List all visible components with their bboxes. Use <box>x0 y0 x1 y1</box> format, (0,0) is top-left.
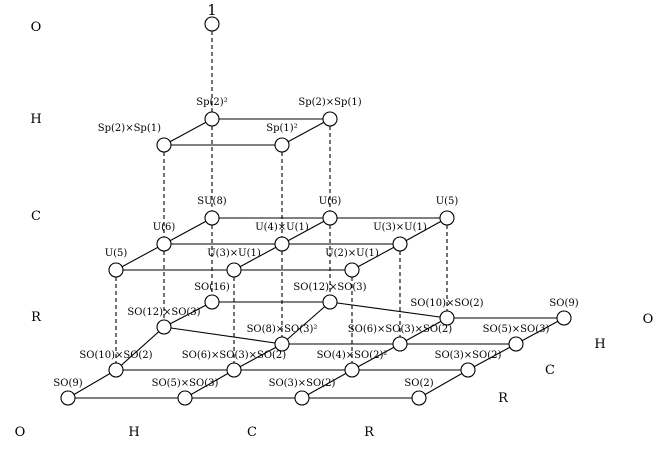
solid-edge-r23-r33 <box>418 369 469 399</box>
node-c-f2 <box>344 262 360 278</box>
solid-edge-c_b2-c_m2 <box>399 217 448 245</box>
solid-edge-r21-r31 <box>184 369 235 399</box>
node-r33 <box>411 390 427 406</box>
node-label-c-b2: U(5) <box>436 196 459 207</box>
node-h-front-right <box>274 137 290 153</box>
solid-edge-r10-r20 <box>115 326 165 371</box>
solid-edge-r10-r11 <box>163 326 283 345</box>
node-r11 <box>274 336 290 352</box>
node-label-r03: SO(9) <box>549 298 578 309</box>
node-label-h-front-right: Sp(1)² <box>266 123 297 134</box>
node-label-h-front-left: Sp(2)×Sp(1) <box>98 123 161 134</box>
solid-edge-c_b1-c_m1 <box>281 217 331 245</box>
node-h-back-left <box>204 111 220 127</box>
node-c-m2 <box>392 236 408 252</box>
node-r02 <box>439 310 455 326</box>
node-label-r13: SO(5)×SO(3) <box>483 324 550 335</box>
node-label-r30: SO(9) <box>53 378 82 389</box>
left-axis-label-h: H <box>30 112 41 127</box>
node-label-c-f1: U(3)×U(1) <box>207 248 261 259</box>
node-r01 <box>322 294 338 310</box>
node-label-c-f0: U(5) <box>105 248 128 259</box>
left-axis-label-c: C <box>31 209 41 224</box>
top-label: 1 <box>207 1 217 19</box>
solid-edge-r20-r30 <box>67 369 117 399</box>
solid-edge-r22-r32 <box>301 369 353 399</box>
right-axis-label-o: O <box>643 312 654 327</box>
node-c-f1 <box>226 262 242 278</box>
solid-edge-r01-r02 <box>329 301 448 319</box>
solid-edge-r03-r13 <box>515 317 565 345</box>
node-label-r32: SO(3)×SO(2) <box>269 378 336 389</box>
node-r22 <box>344 362 360 378</box>
node-label-r12: SO(6)×SO(3)×SO(2) <box>348 324 452 335</box>
node-c-m1 <box>274 236 290 252</box>
node-label-h-back-right: Sp(2)×Sp(1) <box>298 97 361 108</box>
solid-edge-r02-r12 <box>399 317 448 345</box>
solid-edge-r12-r22 <box>351 343 401 371</box>
node-label-r00: SO(16) <box>194 282 230 293</box>
node-c-b2 <box>439 210 455 226</box>
node-h-front-left <box>156 137 172 153</box>
node-label-r33: SO(2) <box>404 378 433 389</box>
node-label-r20: SO(10)×SO(2) <box>79 350 152 361</box>
right-axis-label-c: C <box>545 363 555 378</box>
solid-edge-h_back_left-h_front_left <box>163 118 213 146</box>
solid-edge-c_m2-c_f2 <box>351 243 401 271</box>
solid-edge-r00-r10 <box>163 301 213 328</box>
node-label-r02: SO(10)×SO(2) <box>410 298 483 309</box>
solid-edge-r01-r11 <box>281 301 331 345</box>
solid-edge-r11-r21 <box>233 343 283 371</box>
node-h-back-right <box>322 111 338 127</box>
node-label-h-back-left: Sp(2)² <box>196 97 227 108</box>
node-r23 <box>460 362 476 378</box>
nodes-layer <box>60 16 572 406</box>
bottom-axis-label-o: O <box>15 425 26 440</box>
node-label-r01: SO(12)×SO(3) <box>293 282 366 293</box>
node-top <box>204 16 220 32</box>
node-r30 <box>60 390 76 406</box>
node-r21 <box>226 362 242 378</box>
node-r20 <box>108 362 124 378</box>
node-label-c-b0: SU(8) <box>197 196 227 207</box>
solid-edge-c_m0-c_f0 <box>115 243 165 271</box>
solid-edge-c_b0-c_m0 <box>163 217 213 245</box>
bottom-axis-label-r: R <box>364 425 375 440</box>
solid-edge-r13-r23 <box>467 343 517 371</box>
labels-layer: Sp(2)² Sp(2)×Sp(1) Sp(2)×Sp(1) Sp(1)² SU(8) U… <box>53 97 578 389</box>
right-axis-label-h: H <box>594 337 605 352</box>
node-label-c-f2: U(2)×U(1) <box>325 248 379 259</box>
node-r32 <box>294 390 310 406</box>
edges-layer <box>67 24 565 399</box>
bottom-axis-label-h: H <box>128 425 139 440</box>
bottom-axis-label-c: C <box>247 425 257 440</box>
node-r12 <box>392 336 408 352</box>
node-label-r10: SO(12)×SO(3) <box>127 307 200 318</box>
node-c-b1 <box>322 210 338 226</box>
node-r10 <box>156 319 172 335</box>
node-label-c-b1: U(6) <box>319 196 342 207</box>
node-r31 <box>177 390 193 406</box>
solid-edge-h_back_right-h_front_right <box>281 118 331 146</box>
node-r03 <box>556 310 572 326</box>
left-axis-label-o: O <box>31 20 42 35</box>
node-r00 <box>204 294 220 310</box>
node-label-r31: SO(5)×SO(3) <box>152 378 219 389</box>
node-label-c-m2: U(3)×U(1) <box>373 222 427 233</box>
left-axis-label-r: R <box>31 310 42 325</box>
node-label-c-m1: U(4)×U(1) <box>255 222 309 233</box>
node-c-f0 <box>108 262 124 278</box>
right-axis-label-r: R <box>498 391 509 406</box>
node-c-m0 <box>156 236 172 252</box>
node-label-c-m0: U(6) <box>153 222 176 233</box>
node-label-r21: SO(6)×SO(3)×SO(2) <box>182 350 286 361</box>
node-r13 <box>508 336 524 352</box>
node-c-b0 <box>204 210 220 226</box>
solid-edge-c_m1-c_f1 <box>233 243 283 271</box>
node-label-r11: SO(8)×SO(3)² <box>247 324 318 335</box>
node-label-r22: SO(4)×SO(2)² <box>317 350 388 361</box>
node-label-r23: SO(3)×SO(2) <box>435 350 502 361</box>
